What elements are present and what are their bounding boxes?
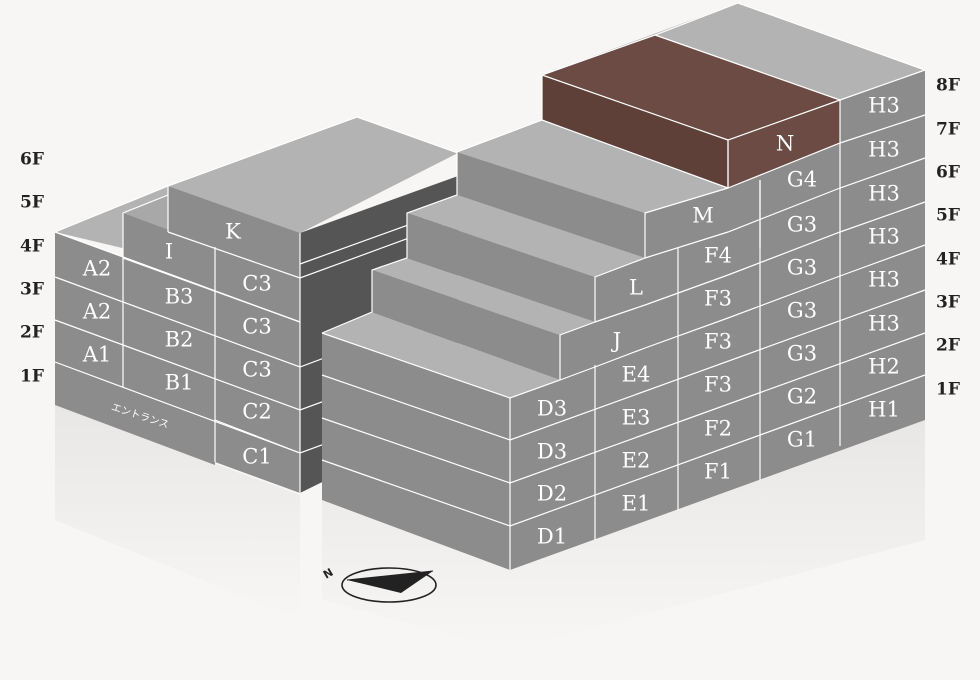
unit-a[interactable]: A1 [82,343,112,367]
block-a-front-lower [55,360,215,465]
unit-d[interactable]: D2 [537,482,567,506]
unit-a[interactable]: A2 [82,300,112,324]
unit-b[interactable]: I [165,240,173,264]
block-m-left [457,152,645,258]
floor-label: 5F [936,206,960,226]
floor-label: 8F [936,76,960,96]
floor-label: 2F [20,323,44,343]
block-m-roof [457,120,728,213]
unit-g[interactable]: G3 [787,213,817,237]
unit-h[interactable]: H1 [868,398,900,422]
unit-g[interactable]: G3 [787,256,817,280]
unit-e[interactable]: J [611,329,621,353]
unit-e[interactable]: E2 [622,449,651,473]
unit-h[interactable]: H3 [868,225,900,249]
unit-g[interactable]: G1 [787,428,817,452]
floor-label: 5F [20,193,44,213]
unit-h[interactable]: H2 [868,355,900,379]
unit-e[interactable]: E4 [622,363,651,387]
unit-c[interactable]: C2 [242,400,271,424]
unit-g[interactable]: G2 [787,385,817,409]
unit-f[interactable]: L [629,276,643,300]
block-l-left [407,213,595,322]
floor-label: 4F [20,237,44,257]
block-d-roof [322,312,560,398]
floor-label: 4F [936,250,960,270]
unit-b[interactable]: B3 [165,285,194,309]
ground-shadow [55,405,300,620]
floor-label: 7F [936,120,960,140]
floor-label: 3F [936,293,960,313]
unit-c[interactable]: C1 [242,445,271,469]
unit-b[interactable]: B2 [165,328,194,352]
unit-e[interactable]: E1 [622,492,651,516]
unit-h[interactable]: H3 [868,312,900,336]
floor-label: 3F [20,280,44,300]
unit-c[interactable]: C3 [242,315,271,339]
unit-labels: A2 A2 A1 I B3 B2 B1 K C3 C3 C3 C2 C1 エント… [82,94,900,549]
unit-g[interactable]: G4 [787,168,817,192]
floor-labels-left: 6F 5F 4F 3F 2F 1F [20,150,44,387]
unit-d[interactable]: D3 [537,440,567,464]
block-a-front [55,232,123,410]
ground-shadow [322,420,925,650]
floor-labels-right: 8F 7F 6F 5F 4F 3F 2F 1F [936,76,960,400]
unit-f[interactable]: F4 [704,244,732,268]
unit-g[interactable]: G3 [787,342,817,366]
unit-g[interactable]: M [692,204,714,228]
unit-b[interactable]: B1 [165,371,194,395]
unit-c[interactable]: C3 [242,272,271,296]
unit-c[interactable]: K [225,220,241,244]
block-j-left [372,270,560,380]
unit-h[interactable]: H3 [868,268,900,292]
block-n-roof [542,35,840,140]
block-n-front [542,75,728,188]
block-k-front [168,186,300,278]
block-c-front [215,247,300,493]
unit-h[interactable]: H3 [868,182,900,206]
unit-f[interactable]: F1 [704,460,732,484]
block-j-roof [372,258,595,335]
unit-f[interactable]: F2 [704,417,732,441]
right-grid-lines [321,2,926,570]
unit-d[interactable]: D1 [537,525,567,549]
floor-label: 2F [936,336,960,356]
unit-g[interactable]: G3 [787,299,817,323]
block-l-roof [407,195,645,277]
unit-e[interactable]: E3 [622,406,651,430]
unit-a[interactable]: A2 [82,257,112,281]
block-d-left [322,333,510,570]
floor-label: 6F [20,150,44,170]
unit-h[interactable]: H3 [868,138,900,162]
unit-c[interactable]: C3 [242,358,271,382]
block-b-front [123,213,215,420]
unit-f[interactable]: F3 [704,287,732,311]
unit-h[interactable]: H3 [868,94,900,118]
unit-f[interactable]: F3 [704,330,732,354]
unit-n-highlighted[interactable]: N [776,132,794,156]
block-k-roof [168,117,458,233]
block-n-side [728,100,840,188]
unit-f[interactable]: F3 [704,373,732,397]
floor-label: 1F [936,380,960,400]
unit-d[interactable]: D3 [537,397,567,421]
floor-label: 6F [936,163,960,183]
floor-label: 1F [20,367,44,387]
